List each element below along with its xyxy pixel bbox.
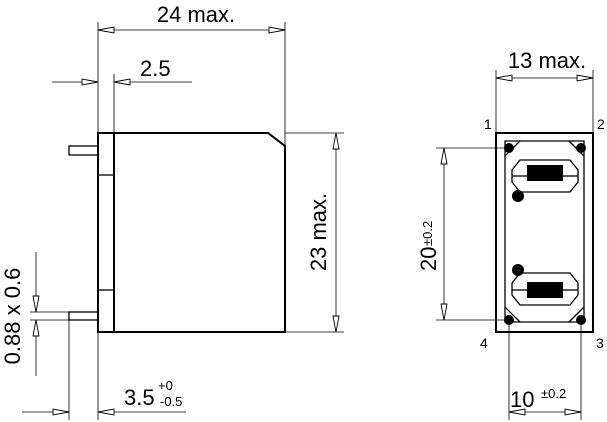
pin-length-tol-plus: +0 [158, 378, 173, 393]
pin-length-tol-minus: -0.5 [160, 394, 182, 409]
pin-length-label: 3.5 [124, 385, 155, 410]
front-view-body [495, 132, 594, 333]
pin-label-3: 3 [596, 335, 604, 351]
polarity-dot-lower [512, 264, 524, 276]
front-width-label: 13 max. [508, 48, 586, 73]
polarity-dot-upper [512, 190, 524, 202]
side-view-body [113, 132, 286, 333]
height-label: 23 max. [306, 193, 331, 271]
side-view: 24 max. 2.5 23 max. 0.88 x 0.6 3.5 +0 -0… [0, 2, 344, 420]
vertical-pitch-tol: ±0.2 [420, 221, 435, 246]
side-view-lower-pin [68, 311, 99, 321]
pin-size-label: 0.88 x 0.6 [0, 268, 25, 365]
side-width-label: 24 max. [157, 2, 235, 27]
front-view: 1 2 3 4 13 max. 20 ±0.2 10 ±0.2 [416, 48, 605, 420]
horizontal-pitch-tol: ±0.2 [541, 386, 566, 401]
pin-2 [576, 143, 586, 153]
flange-label: 2.5 [140, 56, 171, 81]
upper-component [527, 165, 563, 181]
pin-label-4: 4 [480, 335, 488, 351]
horizontal-pitch-label: 10 [510, 387, 534, 412]
vertical-pitch-label: 20 [416, 247, 441, 271]
pin-label-2: 2 [597, 116, 605, 132]
lower-component [527, 282, 563, 298]
pin-label-1: 1 [484, 116, 492, 132]
side-view-upper-pin [68, 145, 99, 156]
side-view-flange [97, 132, 115, 333]
